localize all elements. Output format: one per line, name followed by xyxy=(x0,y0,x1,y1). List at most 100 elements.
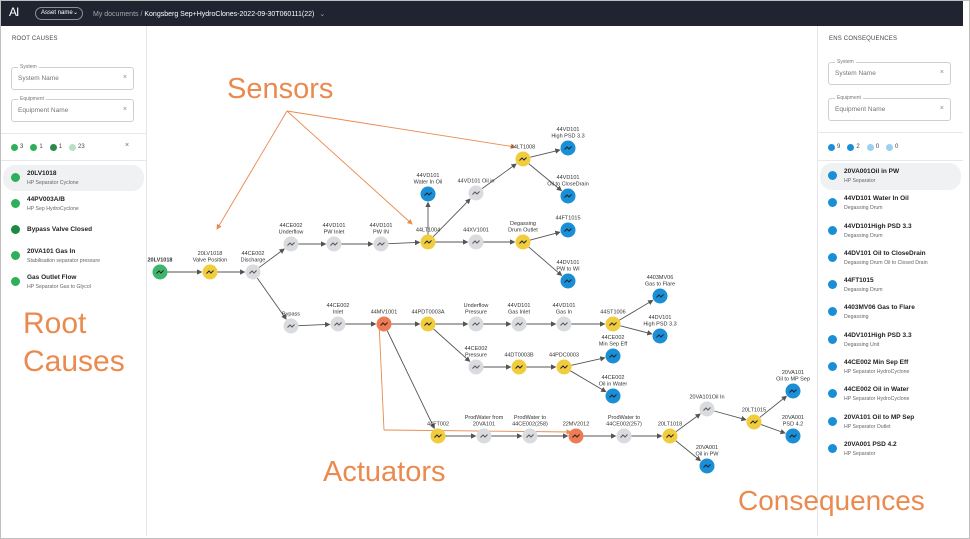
app-logo[interactable]: AI xyxy=(9,5,19,19)
trend-icon xyxy=(564,146,572,150)
panel-title: ROOT CAUSES xyxy=(12,36,58,42)
equipment-field[interactable]: Equipment × xyxy=(828,95,951,121)
breadcrumb-root[interactable]: My documents / xyxy=(93,11,143,18)
filter-chip[interactable]: 9 xyxy=(828,143,840,151)
node-label: 44CE002 xyxy=(242,251,265,257)
graph-node[interactable]: Bypass xyxy=(282,312,300,334)
list-item-subtitle: Stabilisation separator pressure xyxy=(27,258,100,264)
close-icon[interactable]: × xyxy=(125,142,130,149)
graph-node[interactable]: 44PDC0003 xyxy=(549,353,579,375)
trend-icon xyxy=(519,157,527,161)
filter-count: 1 xyxy=(39,144,43,150)
graph-node[interactable]: 20LT1018 xyxy=(658,422,682,444)
node-label: Water In Oil xyxy=(414,180,443,186)
trend-icon xyxy=(656,294,664,298)
node-label: Gas In xyxy=(556,310,572,316)
system-field[interactable]: System × xyxy=(828,59,951,85)
graph-node[interactable]: 20VA101Oil In xyxy=(689,395,725,417)
list-item[interactable]: Bypass Valve Closed xyxy=(3,217,144,243)
clear-icon[interactable]: × xyxy=(939,69,944,76)
graph-node[interactable]: 20LT1015 xyxy=(742,408,766,430)
system-input[interactable] xyxy=(835,70,935,77)
filter-chip[interactable]: 0 xyxy=(866,143,879,151)
node-label: 20VA001 xyxy=(696,445,718,451)
graph-node[interactable]: 20VA001Oil in PW xyxy=(696,445,720,474)
node-label: 44VD101 xyxy=(417,173,440,179)
clear-icon[interactable]: × xyxy=(939,105,944,112)
graph-node[interactable]: 44DV101High PSD 3.3 xyxy=(643,315,677,344)
chevron-down-icon[interactable]: ⌄ xyxy=(319,11,326,18)
equipment-input[interactable] xyxy=(835,106,935,113)
clear-icon[interactable]: × xyxy=(122,106,127,113)
graph-node[interactable]: 44XV1001 xyxy=(463,228,489,250)
filter-chip[interactable]: 0 xyxy=(886,143,898,151)
filter-chip[interactable]: 1 xyxy=(49,143,62,151)
graph-node[interactable]: 44VD101High PSD 3.3 xyxy=(551,127,585,156)
graph-node[interactable]: 44PDT0003A xyxy=(411,310,445,332)
graph-node[interactable]: 20VA101Oil to MP Sep xyxy=(776,370,810,399)
document-title[interactable]: Kongsberg Sep+HydroClones-2022-09-30T060… xyxy=(144,11,315,18)
graph-node[interactable]: 44LT1008 xyxy=(511,145,535,167)
filter-chip[interactable]: 2 xyxy=(847,143,860,151)
system-input[interactable] xyxy=(18,75,118,82)
equipment-field[interactable]: Equipment × xyxy=(11,96,134,122)
graph-node[interactable]: 44FT1015 xyxy=(555,216,581,238)
equipment-input[interactable] xyxy=(18,107,118,114)
graph-node[interactable]: 20LV1018 xyxy=(148,258,173,280)
filter-count: 23 xyxy=(78,144,85,150)
trend-icon xyxy=(472,365,480,369)
graph-node[interactable]: 44LT1004 xyxy=(416,228,440,250)
asset-name-dropdown[interactable]: Asset name ⌄ xyxy=(35,7,83,20)
graph-node[interactable]: 44MV1001 xyxy=(371,310,398,332)
clear-icon[interactable]: × xyxy=(122,74,127,81)
system-field[interactable]: System × xyxy=(11,64,134,90)
graph-edge xyxy=(675,413,701,432)
filter-chip[interactable]: 3 xyxy=(11,143,23,151)
graph-edge xyxy=(528,246,563,277)
graph-node[interactable]: 44DT0003B xyxy=(504,353,534,375)
graph-node[interactable]: 44ST1006 xyxy=(600,310,626,332)
filter-chip[interactable]: 1 xyxy=(30,143,43,151)
graph-node[interactable]: 22MV2012 xyxy=(563,422,590,444)
sensors-annotation: Sensors xyxy=(227,73,334,105)
graph-node[interactable]: 44VD101 Oil in xyxy=(458,179,495,201)
filter-chip[interactable]: 23 xyxy=(69,143,85,151)
graph-node[interactable]: 44FT002 xyxy=(427,422,449,444)
